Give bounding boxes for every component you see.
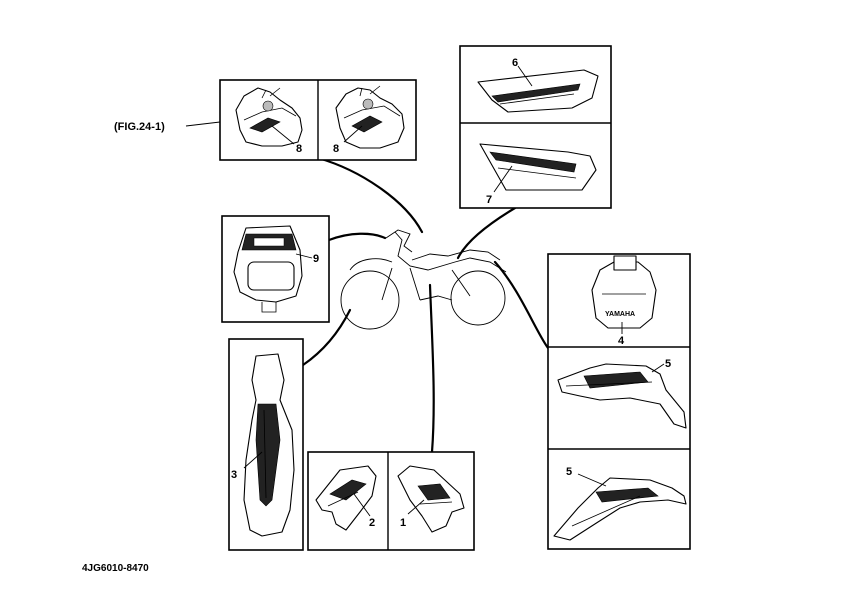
drawing-code: 4JG6010-8470 (82, 563, 149, 574)
callout-5-lower: 5 (566, 466, 572, 478)
callout-9: 9 (313, 253, 319, 265)
emblem-yamaha: YAMAHA (605, 311, 635, 318)
box-seat: 3 (228, 338, 304, 551)
callout-4: 4 (618, 335, 625, 347)
callout-2: 2 (369, 517, 375, 529)
callout-8-right: 8 (333, 143, 339, 155)
callout-3: 3 (231, 469, 237, 481)
callout-8-left: 8 (296, 143, 302, 155)
callout-1: 1 (400, 517, 406, 529)
callout-7: 7 (486, 194, 492, 206)
callout-5-upper: 5 (665, 358, 671, 370)
callout-6: 6 (512, 57, 518, 69)
box-side-covers: 6 7 (459, 45, 612, 209)
figure-reference: (FIG.24-1) (114, 121, 165, 133)
box-headlight-cover: 9 (221, 215, 330, 323)
box-fenders: YAMAHA 4 5 5 (547, 253, 691, 550)
motorcycle-outline (340, 229, 507, 330)
box-tank-covers: 8 8 (FIG.24-1) (114, 79, 417, 161)
box-shrouds: 2 1 (307, 451, 475, 551)
connector-lines (301, 156, 550, 454)
